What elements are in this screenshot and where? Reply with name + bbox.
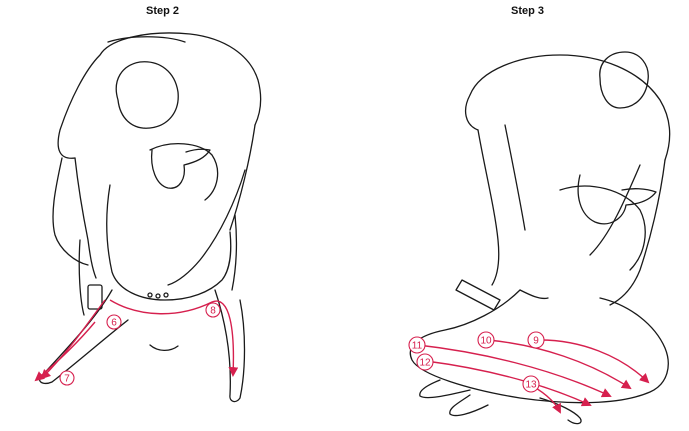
shearing-arrow-11 xyxy=(418,345,610,396)
shearing-arrow-12 xyxy=(426,361,590,405)
shearing-arrow-9 xyxy=(540,340,648,382)
shearer-back-step3 xyxy=(466,55,670,160)
svg-text:12: 12 xyxy=(419,358,431,369)
hand-piece-step3 xyxy=(456,280,500,310)
shearer-left-arm-step3 xyxy=(478,125,525,285)
sheep-head-step2 xyxy=(152,149,210,188)
marker-12: 12 xyxy=(417,354,433,370)
sheep-body-step2 xyxy=(107,144,231,300)
marker-8: 8 xyxy=(206,303,220,317)
svg-text:8: 8 xyxy=(210,306,216,317)
svg-text:13: 13 xyxy=(525,380,537,391)
svg-text:9: 9 xyxy=(533,336,539,347)
svg-text:10: 10 xyxy=(480,336,492,347)
shearer-right-arm-step2 xyxy=(168,125,255,285)
marker-7: 7 xyxy=(60,371,74,385)
svg-text:7: 7 xyxy=(64,374,70,385)
shearer-left-arm-step2 xyxy=(53,158,96,278)
marker-13: 13 xyxy=(523,376,539,392)
marker-10: 10 xyxy=(478,332,494,348)
step-3-illustration: 9 10 11 12 13 xyxy=(409,52,670,424)
sheep-body-step3 xyxy=(410,186,668,403)
shearer-head-step2 xyxy=(116,62,178,128)
hand-piece-step2 xyxy=(88,285,102,309)
svg-text:11: 11 xyxy=(412,341,423,352)
shearing-arrow-10 xyxy=(488,340,630,388)
shearer-back-step2 xyxy=(58,33,261,158)
svg-text:6: 6 xyxy=(111,318,117,329)
marker-11: 11 xyxy=(409,337,425,353)
marker-9: 9 xyxy=(528,332,544,348)
marker-6: 6 xyxy=(107,315,121,329)
step-2-illustration: 6 7 8 xyxy=(36,33,261,402)
shearer-right-arm-step3 xyxy=(590,160,665,305)
